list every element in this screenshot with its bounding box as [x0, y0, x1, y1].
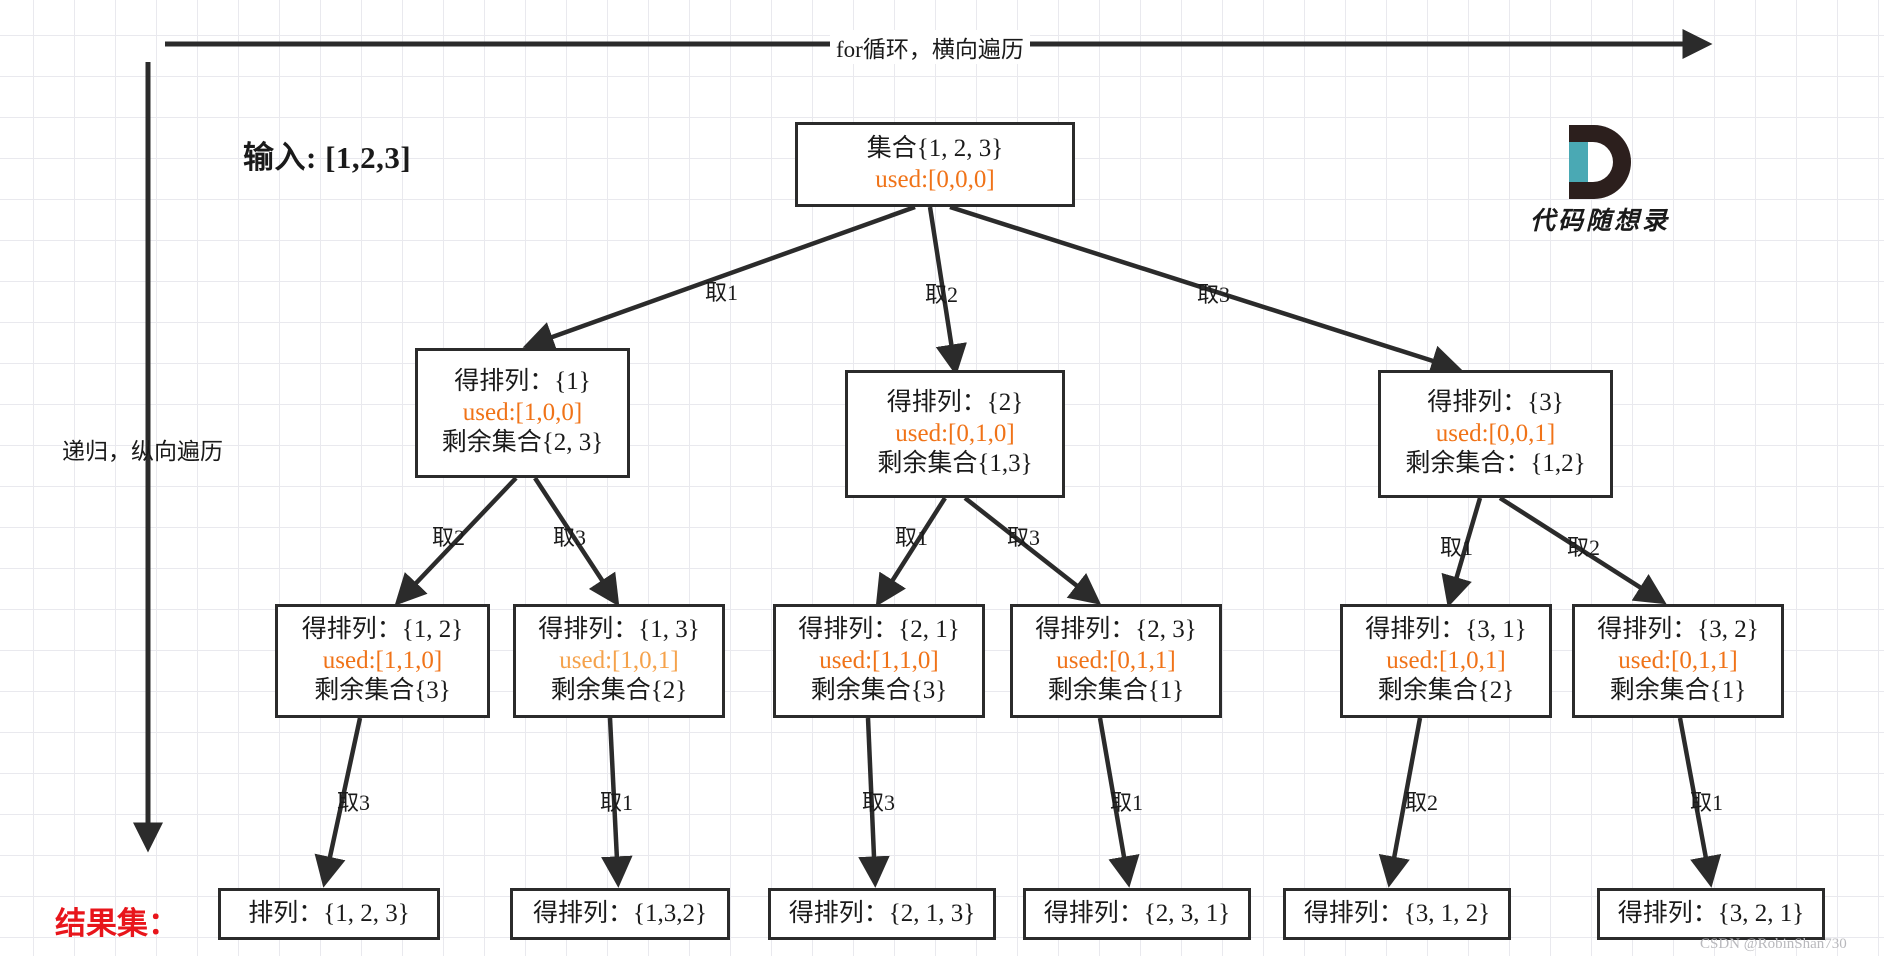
edge-label-root-n1: 取1 — [705, 280, 739, 305]
node-r2-text: 得排列：{1,3,2} — [533, 899, 707, 927]
edge-root-n1 — [522, 204, 916, 352]
node-n1-line2: used:[1,0,0] — [462, 398, 583, 426]
node-r6[interactable]: 得排列：{3, 2, 1} — [1597, 888, 1825, 940]
node-n3-line3: 剩余集合：{1,2} — [1405, 450, 1586, 478]
node-n22-line2: used:[0,1,1] — [1056, 646, 1176, 674]
result-set-label: 结果集： — [55, 906, 179, 941]
edge-n1-n12 — [533, 476, 620, 607]
node-n1-line3: 剩余集合{2, 3} — [441, 429, 604, 457]
edge-n1-n11 — [394, 476, 518, 606]
node-n11-line1: 得排列：{1, 2} — [301, 616, 464, 644]
edge-label-root-n2: 取2 — [925, 282, 959, 307]
edge-n11-r1 — [314, 717, 363, 888]
edge-label-n12-r2: 取1 — [600, 790, 634, 815]
node-r5[interactable]: 得排列：{3, 1, 2} — [1283, 888, 1511, 940]
edge-label-n2-n22: 取3 — [1007, 525, 1041, 550]
node-n22-line1: 得排列：{2, 3} — [1035, 616, 1197, 644]
edge-n3-n32 — [1498, 496, 1667, 605]
edge-label-n1-n11: 取2 — [432, 525, 466, 550]
edge-n31-r5 — [1378, 717, 1423, 888]
node-n12[interactable]: 得排列：{1, 3} used:[1,0,1] 剩余集合{2} — [513, 604, 725, 718]
edge-label-n11-r1: 取3 — [337, 790, 371, 815]
node-n21-line3: 剩余集合{3} — [810, 677, 948, 705]
node-r4-text: 得排列：{2, 3, 1} — [1043, 899, 1231, 927]
node-r4[interactable]: 得排列：{2, 3, 1} — [1023, 888, 1251, 940]
edge-root-n3 — [949, 204, 1463, 376]
node-n11-line2: used:[1,1,0] — [322, 646, 443, 674]
node-n3[interactable]: 得排列：{3} used:[0,0,1] 剩余集合：{1,2} — [1378, 370, 1613, 498]
node-n22[interactable]: 得排列：{2, 3} used:[0,1,1] 剩余集合{1} — [1010, 604, 1222, 718]
node-n31-line3: 剩余集合{2} — [1377, 677, 1515, 705]
node-r1-text: 排列：{1, 2, 3} — [248, 899, 410, 927]
node-r3[interactable]: 得排列：{2, 1, 3} — [768, 888, 996, 940]
node-n1-line1: 得排列：{1} — [454, 368, 591, 396]
edge-label-n21-r3: 取3 — [862, 790, 896, 815]
edge-label-n2-n21: 取1 — [895, 525, 929, 550]
node-n11[interactable]: 得排列：{1, 2} used:[1,1,0] 剩余集合{3} — [275, 604, 490, 718]
node-n32[interactable]: 得排列：{3, 2} used:[0,1,1] 剩余集合{1} — [1572, 604, 1784, 718]
edge-label-root-n3: 取3 — [1197, 282, 1231, 307]
edge-label-n32-r6: 取1 — [1690, 790, 1724, 815]
node-n12-line1: 得排列：{1, 3} — [538, 616, 700, 644]
edge-label-n31-r5: 取2 — [1405, 790, 1439, 815]
edge-n2-n21 — [875, 496, 947, 607]
edge-n22-r4 — [1097, 717, 1140, 888]
top-axis-label: for循环，横向遍历 — [830, 30, 1030, 64]
node-r3-text: 得排列：{2, 1, 3} — [788, 899, 976, 927]
edge-label-n1-n12: 取3 — [553, 525, 587, 550]
node-n2-line3: 剩余集合{1,3} — [877, 450, 1033, 478]
node-n2-line1: 得排列：{2} — [886, 389, 1024, 417]
watermark: CSDN @RobinShan730 — [1700, 936, 1847, 952]
node-n32-line1: 得排列：{3, 2} — [1597, 616, 1759, 644]
node-n3-line2: used:[0,0,1] — [1435, 419, 1556, 447]
node-n32-line2: used:[0,1,1] — [1618, 646, 1738, 674]
logo-text: 代码随想录 — [1530, 208, 1671, 235]
node-r5-text: 得排列：{3, 1, 2} — [1303, 899, 1491, 927]
node-root[interactable]: 集合{1, 2, 3} used:[0,0,0] — [795, 122, 1075, 207]
edge-n12-r2 — [601, 717, 633, 888]
edge-label-n3-n31: 取1 — [1440, 535, 1474, 560]
node-n1[interactable]: 得排列：{1} used:[1,0,0] 剩余集合{2, 3} — [415, 348, 630, 478]
logo: 代码随想录 — [1530, 125, 1670, 237]
node-n12-line2: used:[1,0,1] — [559, 646, 679, 674]
node-n2-line2: used:[0,1,0] — [895, 419, 1015, 447]
logo-d-icon — [1561, 125, 1639, 199]
edge-label-n22-r4: 取1 — [1110, 790, 1144, 815]
node-n21-line1: 得排列：{2, 1} — [798, 616, 960, 644]
node-n31-line2: used:[1,0,1] — [1386, 646, 1506, 674]
left-axis-label: 递归，纵向遍历 — [62, 439, 223, 464]
edge-root-n2 — [927, 206, 967, 376]
edge-n3-n31 — [1441, 497, 1483, 608]
node-r2[interactable]: 得排列：{1,3,2} — [510, 888, 730, 940]
edge-n21-r3 — [858, 717, 890, 888]
node-root-line1: 集合{1, 2, 3} — [866, 135, 1004, 162]
node-n31[interactable]: 得排列：{3, 1} used:[1,0,1] 剩余集合{2} — [1340, 604, 1552, 718]
edge-label-n3-n32: 取2 — [1567, 535, 1601, 560]
edge-n2-n22 — [963, 496, 1102, 605]
edge-n32-r6 — [1677, 717, 1722, 888]
node-n31-line1: 得排列：{3, 1} — [1365, 616, 1527, 644]
node-root-line2: used:[0,0,0] — [875, 165, 995, 193]
node-n22-line3: 剩余集合{1} — [1047, 677, 1185, 705]
node-n21[interactable]: 得排列：{2, 1} used:[1,1,0] 剩余集合{3} — [773, 604, 985, 718]
node-n21-line2: used:[1,1,0] — [819, 646, 939, 674]
node-n3-line1: 得排列：{3} — [1427, 389, 1564, 417]
node-n11-line3: 剩余集合{3} — [314, 677, 451, 705]
input-label: 输入: [1,2,3] — [243, 140, 412, 175]
node-n32-line3: 剩余集合{1} — [1609, 677, 1747, 705]
node-n2[interactable]: 得排列：{2} used:[0,1,0] 剩余集合{1,3} — [845, 370, 1065, 498]
node-r6-text: 得排列：{3, 2, 1} — [1617, 899, 1805, 927]
node-n12-line3: 剩余集合{2} — [550, 677, 688, 705]
node-r1[interactable]: 排列：{1, 2, 3} — [218, 888, 440, 940]
